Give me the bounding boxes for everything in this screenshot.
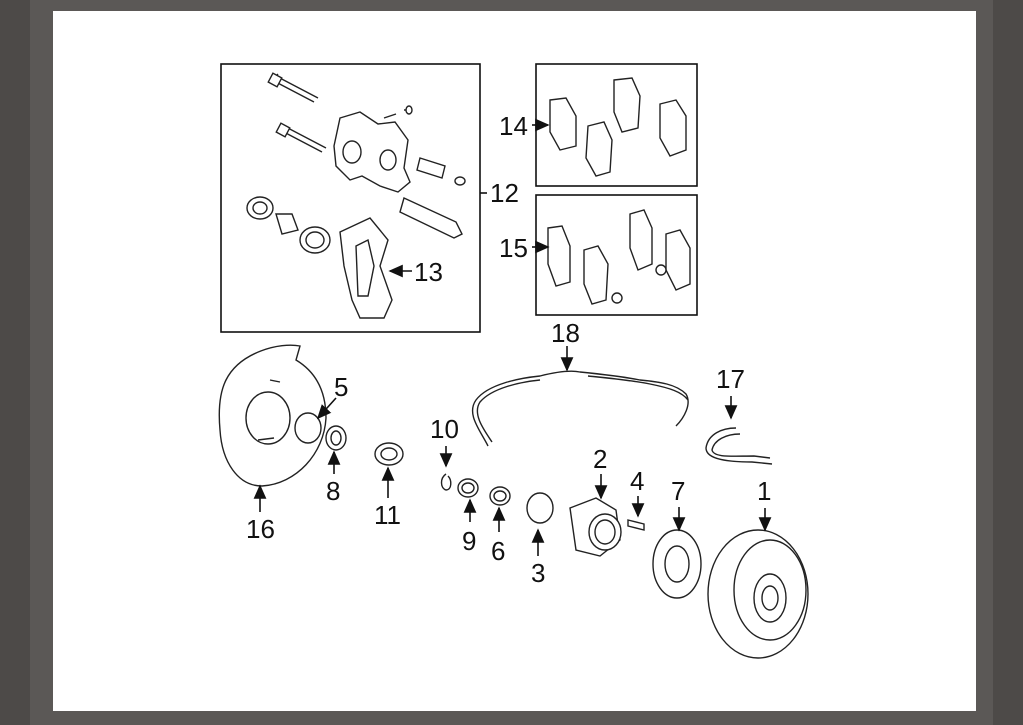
- callout-10: 10: [430, 414, 459, 444]
- callout-15: 15: [499, 233, 528, 263]
- callout-1: 1: [757, 476, 771, 506]
- brake-pads-14-drawing: [549, 77, 687, 177]
- callout-7: 7: [671, 476, 685, 506]
- brake-pads-15-drawing: [547, 209, 691, 305]
- hub-bearing-2-drawing: [569, 497, 622, 557]
- callout-4: 4: [630, 466, 644, 496]
- diagram-sheet: 1 2 3 4 5 6 7 8 9 10 11 12 13 14 15 16 1…: [53, 11, 976, 711]
- bolt-4-drawing: [627, 519, 645, 531]
- o-ring-3-drawing: [526, 492, 554, 524]
- bearing-8-drawing: [325, 425, 347, 451]
- leader-lines: [253, 118, 772, 556]
- callout-labels: 1 2 3 4 5 6 7 8 9 10 11 12 13 14 15 16 1…: [246, 111, 771, 588]
- callout-17: 17: [716, 364, 745, 394]
- pads-box-15: [535, 194, 698, 316]
- sensor-wire-18-drawing: [471, 370, 689, 447]
- callout-12: 12: [490, 178, 519, 208]
- callout-8: 8: [326, 476, 340, 506]
- caliper-group-box: [220, 63, 481, 333]
- ring-6-drawing: [489, 486, 511, 506]
- callout-5: 5: [334, 372, 348, 402]
- callout-14: 14: [499, 111, 528, 141]
- caliper-assembly-drawing: [246, 72, 466, 319]
- callout-6: 6: [491, 536, 505, 566]
- clip-10-drawing: [440, 473, 452, 491]
- brake-hose-outline: [711, 433, 771, 459]
- dust-shield-drawing: [218, 344, 327, 487]
- callout-2: 2: [593, 444, 607, 474]
- callout-11: 11: [374, 500, 401, 530]
- viewer-frame-right: [993, 0, 1023, 725]
- ring-9-drawing: [457, 478, 479, 498]
- brake-hose-17-drawing: [705, 427, 773, 465]
- callout-16: 16: [246, 514, 275, 544]
- plate-7-drawing: [652, 529, 702, 599]
- brake-parts-diagram: 1 2 3 4 5 6 7 8 9 10 11 12 13 14 15 16 1…: [218, 63, 809, 659]
- callout-3: 3: [531, 558, 545, 588]
- rotor-1-drawing: [707, 529, 809, 659]
- callout-13: 13: [414, 257, 443, 287]
- sensor-wire-outline: [476, 375, 689, 443]
- callout-9: 9: [462, 526, 476, 556]
- callout-18: 18: [551, 318, 580, 348]
- viewer-frame-left: [0, 0, 30, 725]
- seal-11-drawing: [374, 442, 404, 466]
